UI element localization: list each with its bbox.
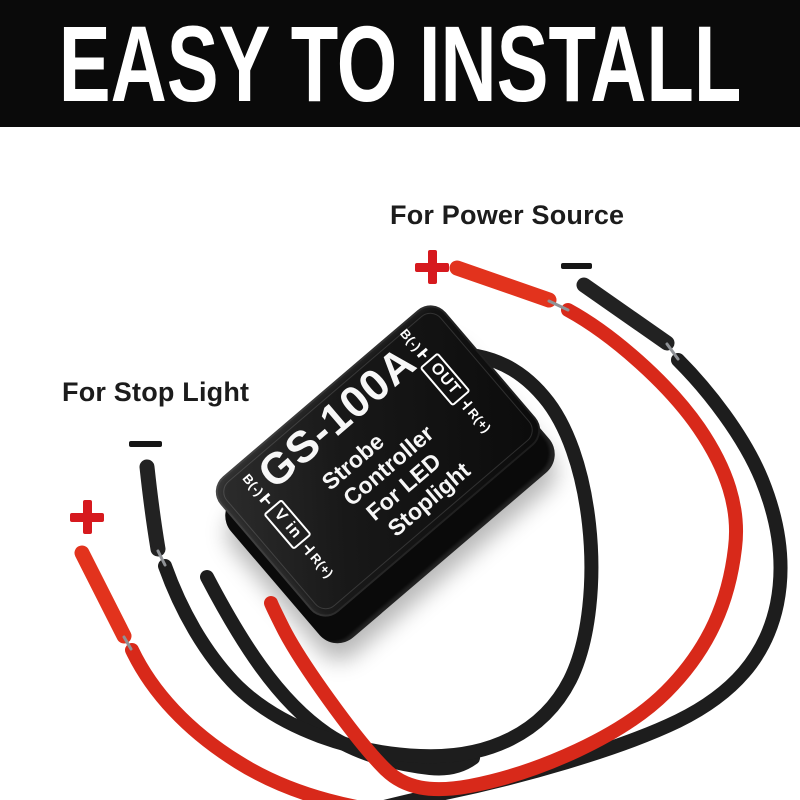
connector-pin-icon bbox=[417, 347, 428, 358]
stop-red-wire bbox=[125, 643, 358, 800]
connector-pin-icon bbox=[259, 492, 271, 505]
stop-light-label: For Stop Light bbox=[62, 377, 250, 407]
power-black-exposed-wire bbox=[665, 342, 680, 361]
power-red-tip bbox=[449, 260, 557, 308]
stop-black-exposed-wire bbox=[156, 549, 167, 567]
power-red-exposed-wire bbox=[547, 299, 570, 312]
power-source-label: For Power Source bbox=[390, 200, 625, 230]
stop-red-exposed-wire bbox=[122, 635, 133, 651]
power-plus-icon bbox=[415, 250, 449, 284]
power-minus-icon bbox=[561, 263, 592, 269]
stop-black-tip bbox=[139, 459, 166, 557]
stop-minus-icon bbox=[129, 441, 162, 447]
stop-red-tip bbox=[74, 545, 132, 644]
power-red-wire bbox=[264, 303, 744, 797]
connector-out-b-label: B(-) bbox=[397, 325, 425, 354]
stop-black-wire bbox=[158, 349, 599, 764]
banner: EASY TO INSTALL bbox=[0, 0, 800, 127]
stop-plus-icon bbox=[70, 500, 104, 534]
power-black-tip bbox=[576, 277, 675, 351]
connector-pin-icon bbox=[304, 544, 316, 556]
connector-pin-icon bbox=[462, 400, 474, 411]
banner-title: EASY TO INSTALL bbox=[58, 2, 742, 124]
